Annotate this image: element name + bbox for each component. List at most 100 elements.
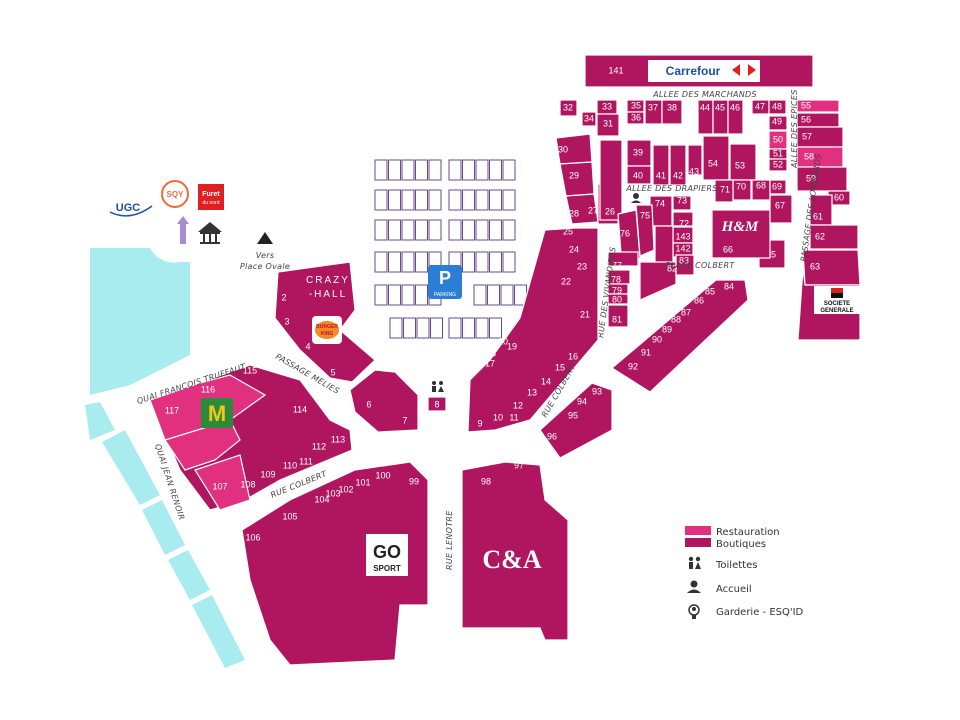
svg-text:115: 115: [243, 365, 257, 375]
svg-text:SOCIETE: SOCIETE: [824, 301, 850, 307]
svg-text:79: 79: [612, 285, 622, 295]
svg-text:93: 93: [592, 386, 602, 396]
svg-text:CRAZY: CRAZY: [306, 275, 350, 286]
svg-text:32: 32: [563, 102, 573, 112]
svg-text:117: 117: [165, 405, 179, 415]
svg-text:98: 98: [481, 476, 491, 486]
svg-text:M: M: [208, 401, 226, 426]
svg-text:11: 11: [509, 412, 518, 422]
parking-stall: [415, 159, 428, 181]
svg-text:21: 21: [580, 309, 590, 319]
svg-text:96: 96: [547, 431, 557, 441]
svg-text:12: 12: [513, 400, 523, 410]
svg-text:13: 13: [527, 387, 537, 397]
parking-stall: [428, 219, 442, 241]
parking-stall: [502, 251, 516, 273]
parking-stall: [403, 317, 416, 339]
garderie-icon-map: [744, 136, 752, 144]
svg-text:40: 40: [633, 170, 643, 180]
svg-text:113: 113: [331, 434, 345, 444]
svg-text:47: 47: [755, 101, 765, 111]
svg-text:114: 114: [293, 404, 307, 414]
svg-text:27: 27: [588, 205, 598, 215]
svg-text:80: 80: [612, 294, 622, 304]
svg-text:19: 19: [507, 341, 517, 351]
parking-stall: [475, 317, 489, 339]
parking-stall: [462, 317, 475, 339]
svg-text:94: 94: [577, 396, 587, 406]
parking-stall: [489, 317, 502, 339]
svg-text:PLACE COLBERT: PLACE COLBERT: [665, 261, 735, 270]
svg-text:77: 77: [612, 260, 622, 270]
svg-text:81: 81: [612, 314, 622, 324]
svg-text:38: 38: [667, 102, 677, 112]
svg-text:141: 141: [608, 65, 623, 75]
svg-text:100: 100: [375, 470, 390, 480]
svg-text:88: 88: [671, 314, 681, 324]
block-go-sport: 99 100 101 102 103 104 105 106 GO SPORT: [241, 461, 429, 666]
parking-stall: [487, 284, 500, 306]
svg-text:70: 70: [736, 181, 746, 191]
svg-text:23: 23: [577, 261, 587, 271]
parking-stall: [462, 219, 475, 241]
societe-generale-logo: SOCIETE GENERALE: [814, 286, 860, 314]
svg-text:106: 106: [245, 532, 260, 542]
svg-text:Garderie - ESQ'ID: Garderie - ESQ'ID: [716, 607, 804, 618]
svg-text:Boutiques: Boutiques: [716, 539, 766, 550]
svg-text:71: 71: [720, 184, 730, 194]
svg-text:61: 61: [813, 211, 823, 221]
svg-text:91: 91: [641, 347, 651, 357]
parking-stall: [415, 284, 428, 306]
svg-text:6: 6: [366, 399, 371, 409]
block-drapiers-south: 73 72 143 142 74 75 76 77 78 79 80 81 82…: [607, 195, 695, 328]
parking-sign: P PARKING: [428, 265, 462, 299]
svg-text:89: 89: [662, 324, 672, 334]
parking-stall: [415, 189, 428, 211]
svg-text:103: 103: [325, 488, 340, 498]
parking-stall: [401, 189, 415, 211]
svg-text:10: 10: [493, 412, 503, 422]
parking-stall: [500, 284, 514, 306]
parking-stall: [475, 159, 489, 181]
svg-text:15: 15: [555, 362, 565, 372]
parking-stall: [489, 189, 502, 211]
parking-stall: [502, 219, 516, 241]
svg-text:34: 34: [584, 113, 594, 123]
svg-text:54: 54: [708, 158, 718, 168]
parking-stall: [489, 251, 502, 273]
svg-text:36: 36: [631, 112, 641, 122]
svg-text:28: 28: [569, 208, 579, 218]
svg-text:du nord: du nord: [203, 200, 220, 206]
svg-text:9: 9: [477, 418, 482, 428]
svg-text:4: 4: [305, 341, 310, 351]
block-ca: 98 97 C&A: [461, 460, 569, 641]
parking-stall: [448, 189, 462, 211]
legend-toilettes: Toilettes: [688, 556, 757, 571]
legend-restauration: Restauration: [685, 526, 780, 538]
parking-stall: [374, 189, 388, 211]
svg-text:84: 84: [724, 281, 734, 291]
svg-text:C&A: C&A: [482, 545, 541, 574]
svg-text:Carrefour: Carrefour: [666, 64, 721, 78]
parking-stall: [388, 219, 401, 241]
svg-text:53: 53: [735, 160, 745, 170]
parking-stall: [401, 284, 415, 306]
block-93-96: 93 94 95 96: [539, 382, 613, 459]
svg-text:45: 45: [715, 102, 725, 112]
parking-area: P PARKING: [374, 159, 527, 339]
svg-text:P: P: [439, 268, 451, 288]
parking-stall: [428, 189, 442, 211]
svg-text:SPORT: SPORT: [373, 564, 401, 573]
parking-stall: [374, 219, 388, 241]
svg-text:46: 46: [730, 102, 740, 112]
svg-text:102: 102: [338, 484, 353, 494]
svg-text:BURGER: BURGER: [316, 324, 338, 330]
svg-text:78: 78: [611, 274, 621, 284]
svg-text:39: 39: [633, 147, 643, 157]
furet-du-nord-logo: Furet du nord: [198, 184, 224, 210]
svg-text:62: 62: [815, 231, 825, 241]
svg-text:69: 69: [772, 181, 782, 191]
svg-text:42: 42: [673, 170, 683, 180]
parking-stall: [430, 317, 443, 339]
parking-stall: [462, 159, 475, 181]
